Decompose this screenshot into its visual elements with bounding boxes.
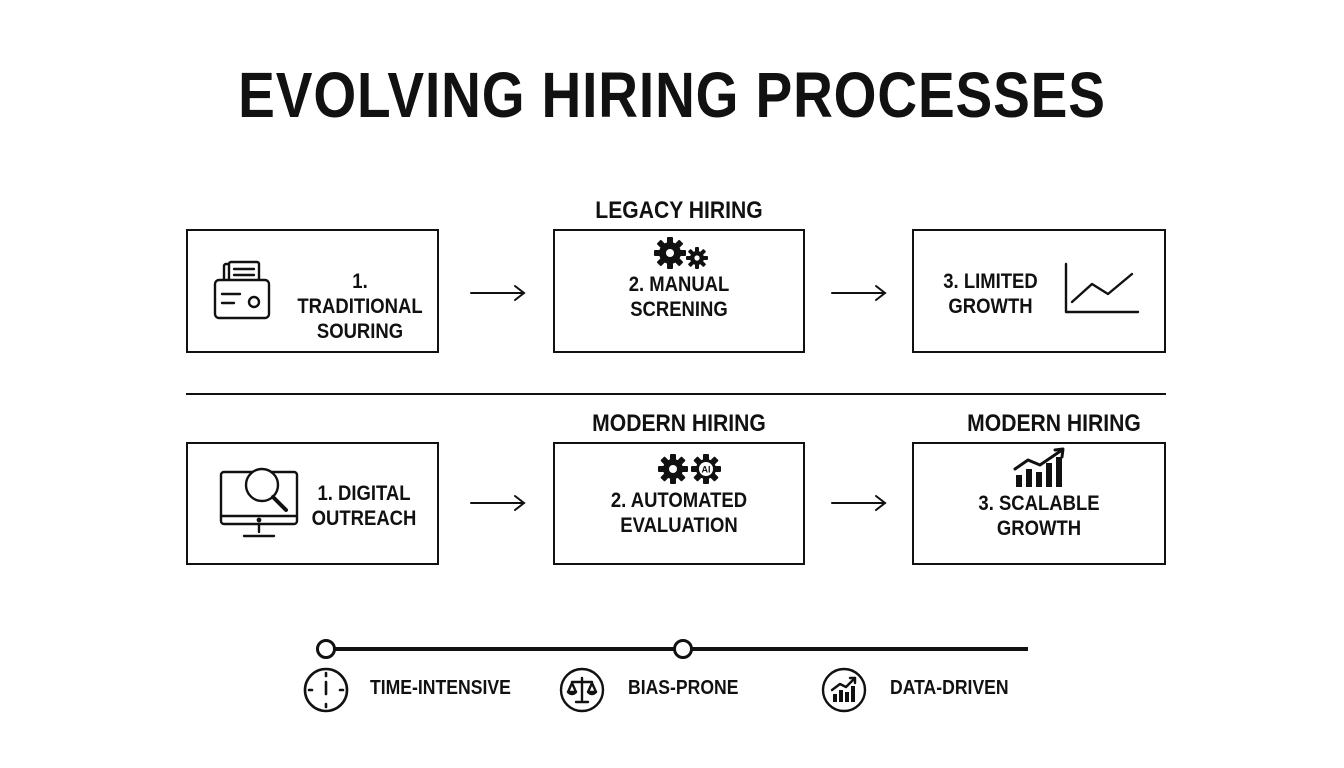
svg-text:AI: AI: [702, 465, 711, 475]
modern-step-2-text: 2. AUTOMATED EVALUATION: [568, 488, 790, 538]
page-title: EVOLVING HIRING PROCESSES: [238, 59, 1106, 131]
modern-step-3-box: [912, 442, 1166, 565]
modern-step-1-line2: OUTREACH: [311, 507, 417, 530]
flat-line-chart-icon: [1064, 262, 1140, 314]
timeline-dot: [316, 639, 336, 659]
legend-bias-prone: BIAS-PRONE: [628, 677, 739, 699]
ai-gears-icon: AI: [658, 454, 721, 484]
legacy-step-1-line1: 1. TRADITIONAL: [297, 270, 423, 318]
arrow-right-icon: [470, 285, 526, 301]
legacy-step-3-box: [912, 229, 1166, 353]
modern-hiring-label: MODERN HIRING: [592, 410, 766, 437]
modern-step-1-line1: 1. DIGITAL: [317, 482, 411, 505]
legacy-step-2-line2: SCRENING: [630, 298, 728, 321]
legend-data-driven: DATA-DRIVEN: [890, 677, 1009, 699]
modern-step-3-line2: GROWTH: [996, 517, 1082, 540]
section-divider: [186, 393, 1166, 395]
timeline-dot: [673, 639, 693, 659]
modern-step-3-line1: 3. SCALABLE: [978, 492, 1100, 515]
clock-icon: [303, 667, 349, 713]
modern-hiring-label-right: MODERN HIRING: [967, 410, 1141, 437]
legacy-step-2-line1: 2. MANUAL: [628, 273, 730, 296]
gears-icon: [654, 237, 708, 269]
legacy-step-2-text: 2. MANUAL SCRENING: [568, 272, 790, 322]
modern-step-2-line1: 2. AUTOMATED: [610, 489, 748, 512]
legacy-hiring-label: LEGACY HIRING: [595, 197, 763, 224]
chart-circle-icon: [821, 667, 867, 713]
modern-step-2-line2: EVALUATION: [620, 514, 738, 537]
arrow-right-icon: [470, 495, 526, 511]
modern-step-1-text: 1. DIGITAL OUTREACH: [302, 481, 425, 531]
modern-step-1-box: [186, 442, 439, 565]
legacy-step-3-text: 3. LIMITED GROWTH: [927, 269, 1055, 319]
bar-chart-growth-icon: [1013, 447, 1065, 487]
arrow-right-icon: [831, 285, 887, 301]
legacy-step-3-line1: 3. LIMITED: [943, 270, 1038, 293]
legacy-step-1-text: 1. TRADITIONAL SOURING: [290, 269, 431, 344]
arrow-right-icon: [831, 495, 887, 511]
monitor-search-icon: [219, 467, 299, 538]
legend-time-intensive: TIME-INTENSIVE: [370, 677, 511, 699]
modern-step-3-text: 3. SCALABLE GROWTH: [927, 491, 1151, 541]
scales-icon: [559, 667, 605, 713]
legacy-step-3-line2: GROWTH: [948, 295, 1033, 318]
legacy-step-1-line2: SOURING: [316, 320, 404, 343]
document-printer-icon: [213, 260, 271, 320]
